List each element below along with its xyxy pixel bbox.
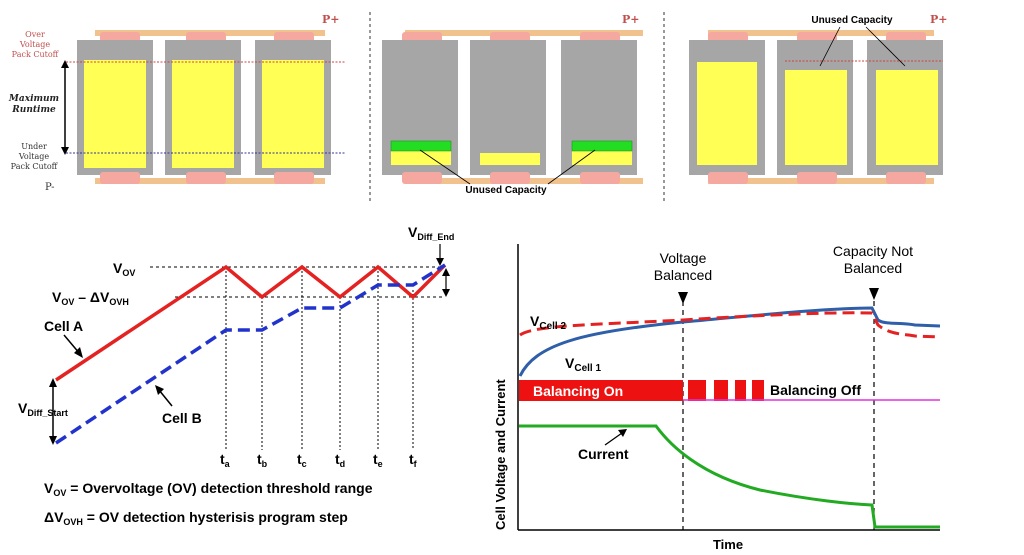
v-cell2-curve (519, 311, 941, 339)
tick-tb: tb (257, 451, 268, 469)
tick-ta: ta (220, 451, 231, 469)
v-diff-start-label: VDiff_Start (18, 400, 68, 418)
p-plus-label-right: P+ (930, 13, 948, 26)
balancing-off-label: Balancing Off (770, 382, 861, 398)
capacity-not-balanced-label-2: Balanced (844, 260, 902, 276)
p-plus-label: P+ (322, 13, 340, 26)
balancing-on-label: Balancing On (533, 383, 623, 399)
over-voltage-label: Over Voltage Pack Cutoff (12, 30, 60, 59)
ov-detection-diagram: VDiff_End VOV VOV – ΔVOVH Cell A Cell B … (18, 224, 454, 527)
tick-tc: tc (297, 451, 307, 469)
balancing-pulses (688, 380, 764, 401)
unused-capacity-block (390, 140, 452, 152)
v-ov-label: VOV (113, 260, 135, 278)
voltage-balanced-arrow (678, 292, 688, 304)
v-diff-end-label: VDiff_End (408, 224, 454, 242)
time-tick-labels: ta tb tc td te tf (220, 451, 418, 469)
cell-5 (470, 32, 546, 184)
voltage-balanced-label-1: Voltage (660, 250, 707, 266)
cell-a-label: Cell A (44, 318, 83, 334)
p-plus-label-middle: P+ (622, 13, 640, 26)
v-ov-minus-label: VOV – ΔVOVH (52, 289, 129, 307)
cell-1 (77, 32, 153, 184)
p-minus-label: P- (45, 182, 55, 193)
current-label: Current (578, 446, 629, 462)
cell-3 (255, 32, 331, 184)
unused-pointer-right (547, 149, 596, 185)
over-voltage-label-line2: Voltage (19, 40, 51, 49)
unused-capacity-block (571, 140, 633, 152)
over-voltage-label-line3: Pack Cutoff (12, 50, 60, 59)
panel-balanced-pack: P+ P- Over Voltage Pack Cutoff Maximum R… (8, 13, 345, 193)
cell-b-line (55, 263, 446, 445)
unused-pointer-a (819, 26, 841, 67)
y-axis-label: Cell Voltage and Current (493, 379, 508, 530)
voltage-balanced-label-2: Balanced (654, 267, 712, 283)
under-voltage-label: Under Voltage Pack Cutoff (11, 142, 59, 171)
cell-b-label: Cell B (162, 410, 202, 426)
cell-2 (165, 32, 241, 184)
capacity-not-balanced-arrow (869, 288, 879, 300)
balancing-chart: Cell Voltage and Current Time Voltage Ba… (493, 243, 941, 552)
unused-pointer-left (419, 149, 471, 185)
unused-capacity-label-middle: Unused Capacity (465, 185, 547, 196)
cell-a-line (55, 263, 447, 382)
legend-dvovh-definition: ΔVOVH = OV detection hysterisis program … (44, 509, 348, 527)
cell-4 (382, 32, 458, 184)
tick-td: td (335, 451, 345, 469)
maximum-runtime-line1: Maximum (8, 94, 59, 104)
unused-pointer-b (865, 26, 906, 67)
maximum-runtime-line2: Runtime (11, 105, 56, 115)
unused-capacity-label-right: Unused Capacity (811, 15, 893, 26)
cell-9 (867, 32, 943, 184)
balancing-on-bar (519, 380, 683, 401)
v-cell1-label: VCell 1 (565, 355, 601, 374)
panel-unbalanced-low-pack: Unused Capacity P+ (382, 13, 643, 196)
under-voltage-label-line3: Pack Cutoff (11, 162, 59, 171)
cell-8 (777, 32, 853, 184)
under-voltage-label-line1: Under (21, 142, 47, 151)
legend-vov-definition: VOV = Overvoltage (OV) detection thresho… (44, 480, 373, 498)
over-voltage-label-line1: Over (25, 30, 45, 39)
tick-te: te (373, 451, 383, 469)
under-voltage-label-line2: Voltage (18, 152, 50, 161)
cell-b-pointer (158, 389, 173, 407)
time-markers (225, 267, 414, 450)
cell-7 (689, 32, 765, 184)
current-pointer (604, 432, 623, 446)
capacity-not-balanced-label-1: Capacity Not (833, 243, 913, 259)
x-axis-label: Time (713, 537, 743, 552)
cell-6 (561, 32, 637, 184)
panel-unbalanced-high-pack: Unused Capacity P+ (689, 13, 948, 184)
current-curve (519, 424, 940, 529)
v-cell2-label: VCell 2 (530, 313, 566, 332)
tick-tf: tf (409, 451, 418, 469)
maximum-runtime-label: Maximum Runtime (8, 94, 59, 115)
